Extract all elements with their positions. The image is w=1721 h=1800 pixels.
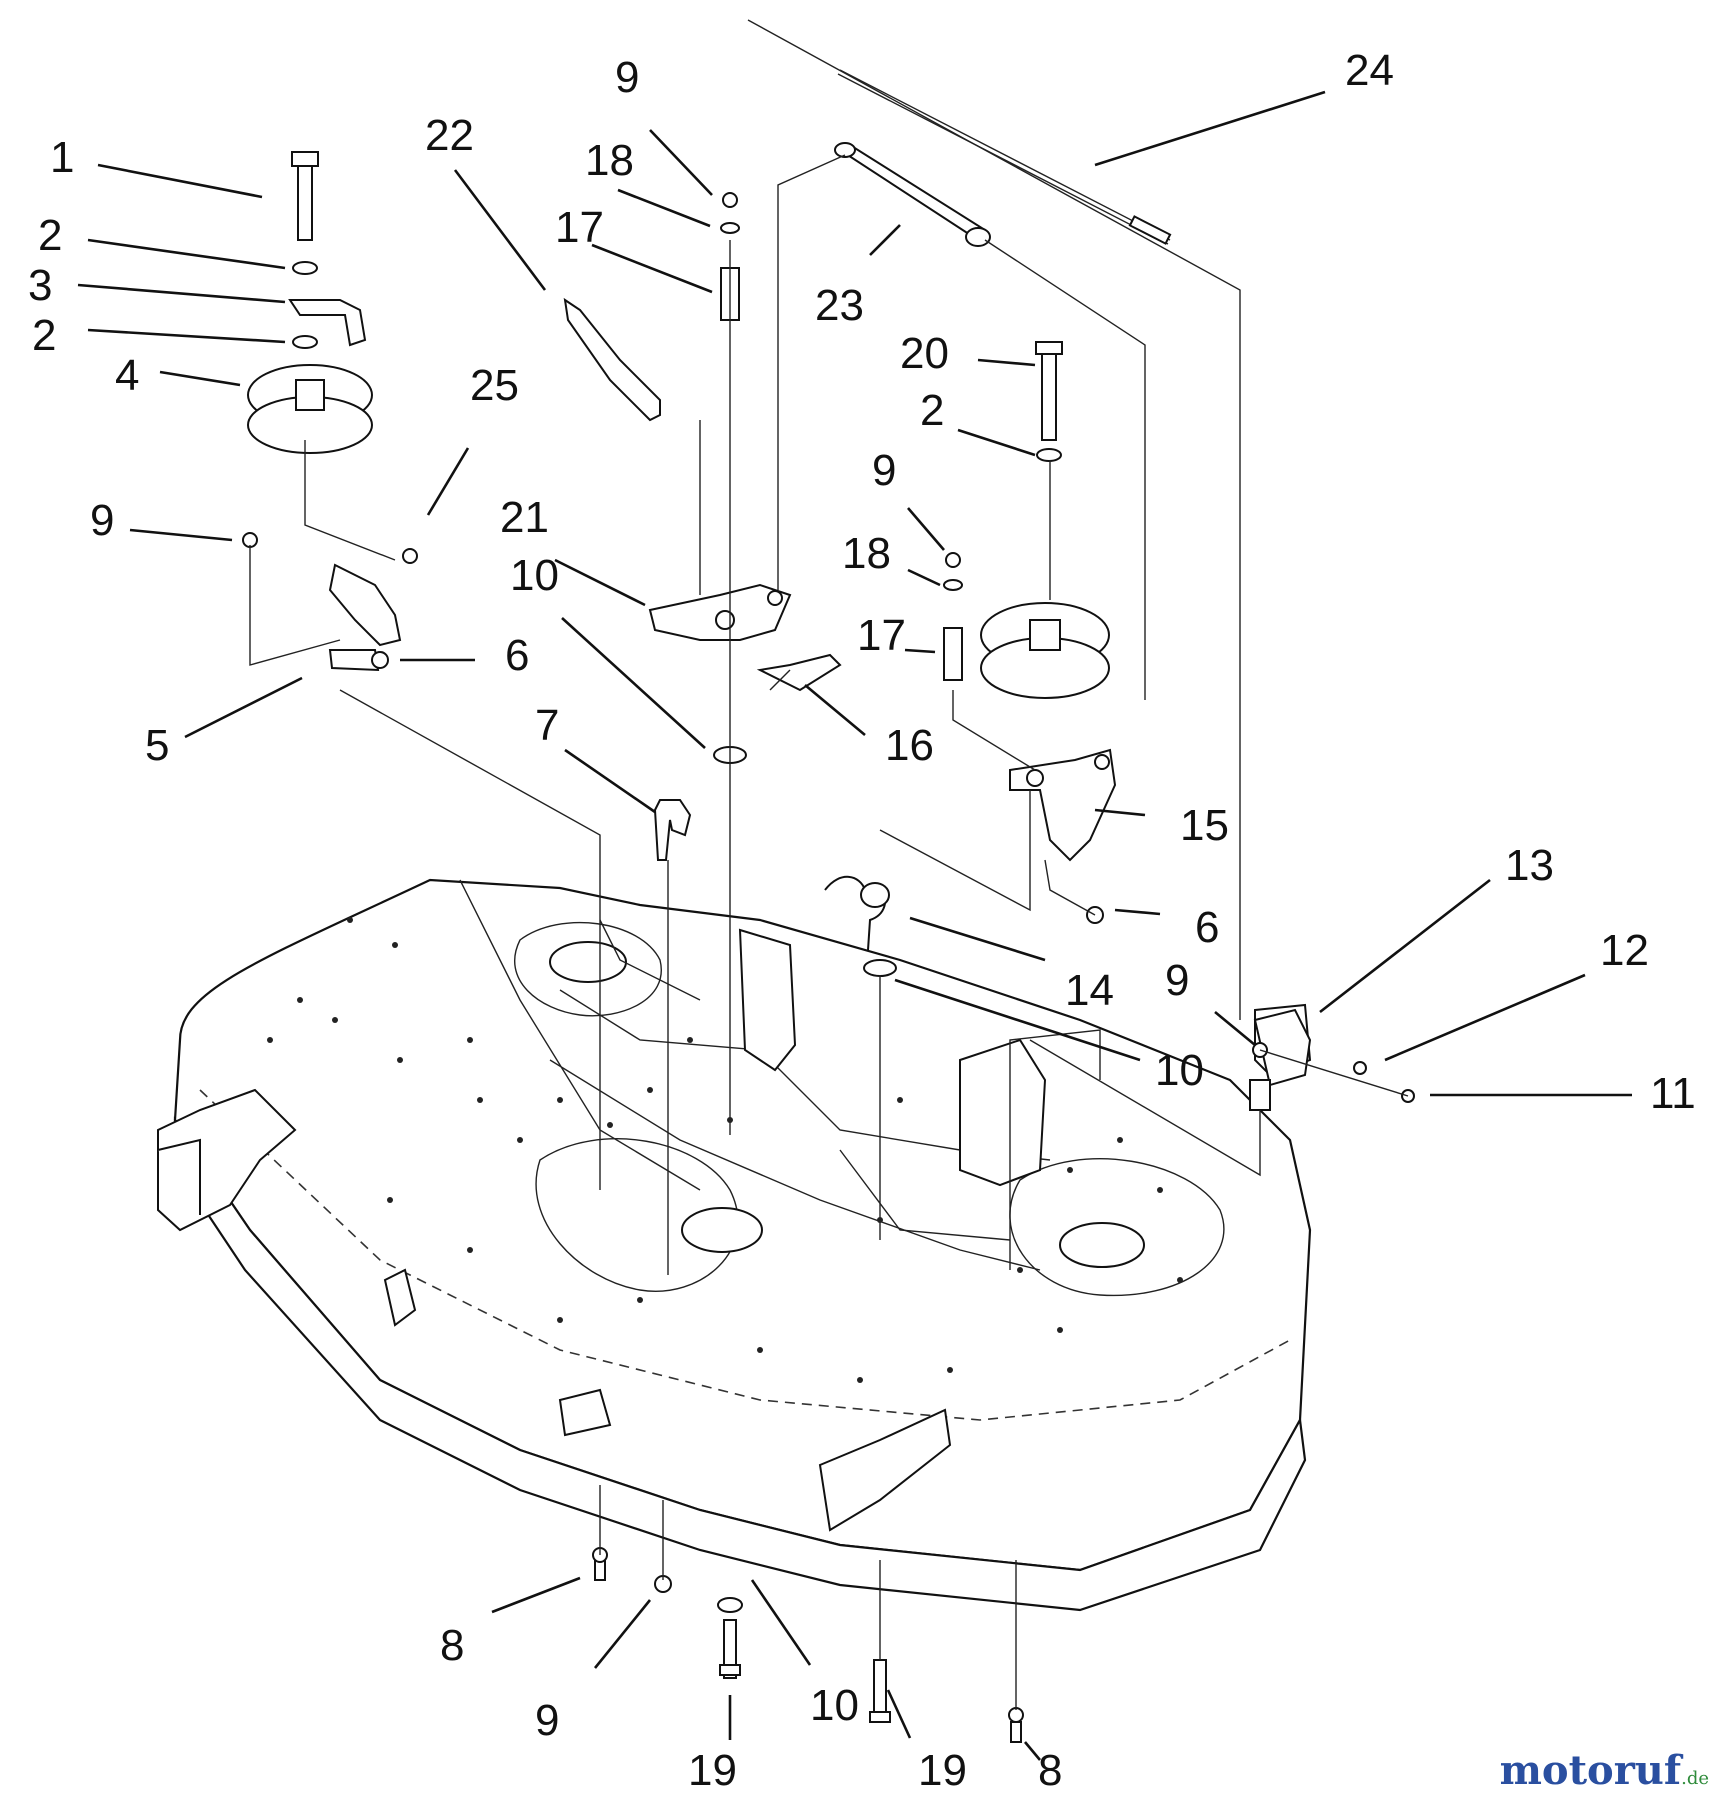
- right-bracket-assembly: [1249, 1008, 1415, 1111]
- callout-4: 4: [115, 351, 139, 400]
- callout-3: 3: [28, 261, 52, 310]
- callout-18: 18: [842, 529, 891, 578]
- callout-9: 9: [615, 53, 639, 102]
- bottom-hardware: [592, 1547, 1024, 1743]
- callout-20: 20: [900, 329, 949, 378]
- callout-10: 10: [510, 551, 559, 600]
- callout-6: 6: [1195, 903, 1219, 952]
- callout-8: 8: [440, 1621, 464, 1670]
- callout-6: 6: [505, 631, 529, 680]
- callout-8: 8: [1038, 1746, 1062, 1795]
- callout-24: 24: [1345, 46, 1394, 95]
- callout-2: 2: [32, 311, 56, 360]
- callout-leader-lines: [77, 90, 1632, 1761]
- callout-10: 10: [810, 1681, 859, 1730]
- callout-12: 12: [1600, 926, 1649, 975]
- callout-16: 16: [885, 721, 934, 770]
- callout-17: 17: [555, 203, 604, 252]
- callout-9: 9: [90, 496, 114, 545]
- callout-23: 23: [815, 281, 864, 330]
- left-idler-assembly: [242, 151, 418, 672]
- callout-21: 21: [500, 493, 549, 542]
- callout-18: 18: [585, 136, 634, 185]
- callout-9: 9: [872, 446, 896, 495]
- callout-labels: 1 2 3 2 4 25 9 6 5 22 9 18 17 21 10 7 16…: [28, 46, 1696, 1795]
- center-pivot-arm-assembly: [563, 192, 842, 861]
- callout-9: 9: [535, 1696, 559, 1745]
- callout-22: 22: [425, 111, 474, 160]
- deck-brackets: [157, 928, 1312, 1532]
- callout-2: 2: [38, 211, 62, 260]
- callout-11: 11: [1650, 1069, 1696, 1118]
- callout-25: 25: [470, 361, 519, 410]
- watermark-tld: .de: [1681, 1768, 1709, 1789]
- watermark-brand: motoruf: [1499, 1747, 1682, 1794]
- assembly-reference-lines: [249, 19, 1409, 1710]
- callout-13: 13: [1505, 841, 1554, 890]
- callout-19: 19: [688, 1746, 737, 1795]
- spring-and-rod: [834, 69, 1172, 247]
- motoruf-watermark-logo: motoruf.de: [1500, 1747, 1709, 1794]
- right-idler-assembly: [943, 341, 1117, 924]
- callout-9: 9: [1165, 956, 1189, 1005]
- callout-7: 7: [535, 701, 559, 750]
- callout-10: 10: [1155, 1046, 1204, 1095]
- torsion-spring-and-washer: [824, 875, 897, 977]
- callout-14: 14: [1065, 966, 1114, 1015]
- callout-1: 1: [50, 133, 74, 182]
- callout-17: 17: [857, 611, 906, 660]
- callout-2: 2: [920, 386, 944, 435]
- deck-holes: [267, 917, 1183, 1383]
- callout-5: 5: [145, 721, 169, 770]
- callout-15: 15: [1180, 801, 1229, 850]
- callout-19: 19: [918, 1746, 967, 1795]
